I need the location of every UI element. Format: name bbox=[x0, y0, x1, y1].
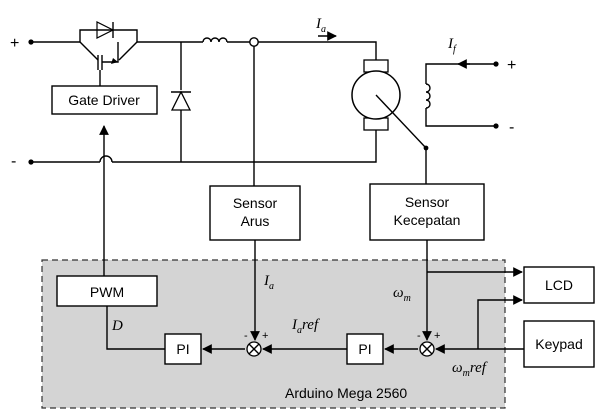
sensor-arus-block bbox=[209, 185, 301, 241]
pi-current-label: PI bbox=[176, 341, 189, 357]
board-label: Arduino Mega 2560 bbox=[285, 385, 407, 401]
pi-speed-label: PI bbox=[358, 341, 371, 357]
lcd-block bbox=[523, 266, 595, 304]
current-minus-sign: - bbox=[244, 330, 248, 342]
current-plus-sign: + bbox=[262, 330, 268, 342]
field-current-label: If bbox=[447, 36, 457, 55]
omega-m-ref-label: ωmref bbox=[452, 360, 488, 379]
igbt-switch bbox=[79, 21, 203, 86]
ia-feedback-label: Ia bbox=[263, 273, 274, 292]
sensor-kecepatan-block bbox=[369, 183, 485, 241]
field-winding: + - bbox=[425, 57, 516, 136]
supply-plus-terminal: + bbox=[10, 35, 19, 52]
omega-m-label: ωm bbox=[393, 285, 411, 304]
freewheel-diode bbox=[170, 42, 192, 162]
field-plus-terminal: + bbox=[507, 57, 516, 74]
keypad-block bbox=[523, 320, 595, 368]
pwm-block bbox=[56, 275, 158, 307]
speed-minus-sign: - bbox=[417, 330, 421, 342]
armature-inductor bbox=[202, 37, 377, 60]
duty-label: D bbox=[111, 318, 123, 334]
current-summing-junction bbox=[246, 341, 262, 357]
pwm-label: PWM bbox=[90, 284, 124, 300]
armature-current-label: Ia bbox=[315, 16, 326, 35]
speed-plus-sign: + bbox=[434, 330, 440, 342]
speed-summing-junction bbox=[419, 341, 435, 357]
field-minus-terminal: - bbox=[509, 119, 514, 136]
ia-ref-label: Iaref bbox=[291, 317, 320, 336]
gate-driver-label: Gate Driver bbox=[68, 92, 140, 108]
supply-rails: + - bbox=[10, 35, 377, 170]
gate-driver-block bbox=[51, 85, 158, 115]
keypad-label: Keypad bbox=[535, 336, 582, 352]
supply-minus-terminal: - bbox=[11, 153, 16, 170]
lcd-label: LCD bbox=[545, 277, 573, 293]
current-sense-point bbox=[249, 37, 259, 47]
